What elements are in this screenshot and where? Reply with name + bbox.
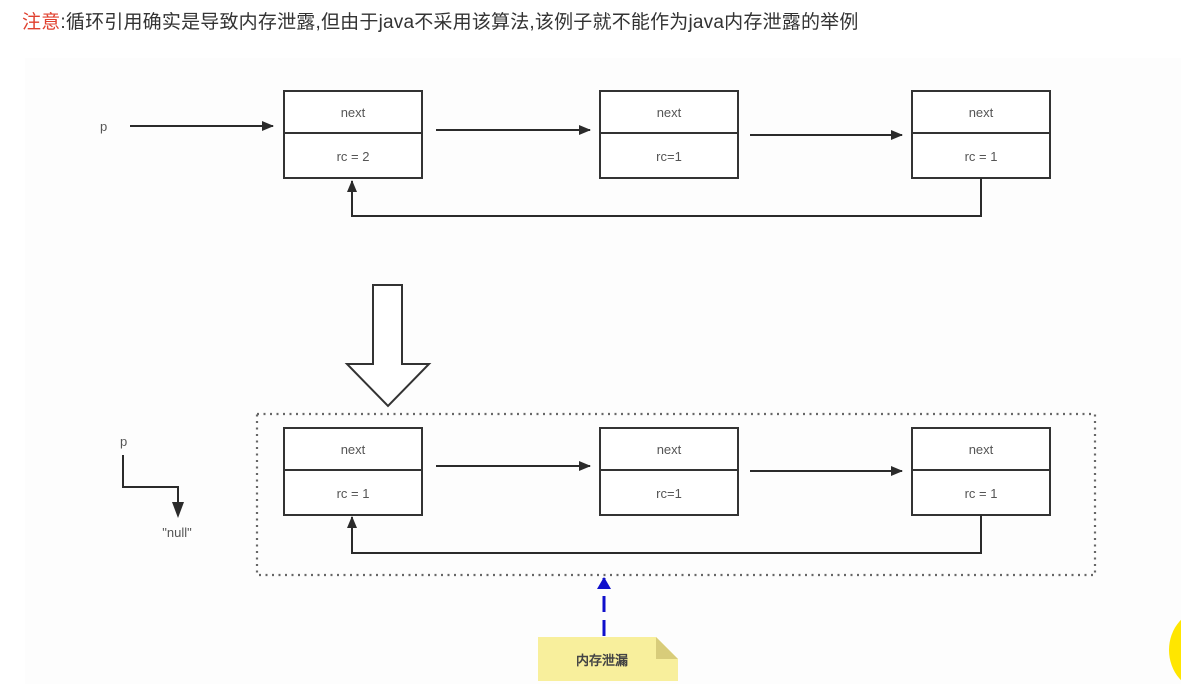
node-rc-label: rc = 2 (337, 149, 370, 164)
node-rc-label: rc = 1 (337, 486, 370, 501)
leak-note-text: 内存泄漏 (576, 653, 628, 669)
node-next-label: next (969, 442, 994, 457)
cycle-back-arrow (347, 178, 982, 217)
before-diagram: p next rc = 2 next rc=1 next rc = 1 (100, 90, 1051, 217)
cycle-back-arrow (347, 515, 982, 554)
note-paper (538, 637, 678, 681)
cursor-highlight-icon (1169, 619, 1181, 681)
node-box: next rc = 2 (283, 90, 423, 179)
node-next-label: next (341, 442, 366, 457)
node-box: next rc = 1 (911, 427, 1051, 516)
transition-down-arrow-icon (344, 284, 432, 408)
leak-region-dotted-box (255, 412, 1097, 577)
node-rc-label: rc=1 (656, 149, 682, 164)
leak-note: 内存泄漏 (538, 637, 678, 681)
node-box: next rc=1 (599, 90, 739, 179)
caption-text: :循环引用确实是导致内存泄露,但由于java不采用该算法,该例子就不能作为jav… (60, 12, 859, 33)
node-rc-label: rc=1 (656, 486, 682, 501)
after-diagram: p "null" next rc = 1 next rc=1 next rc =… (120, 412, 1097, 577)
null-pointer-line (122, 455, 179, 508)
node-next-label: next (341, 105, 366, 120)
pointer-label-p: p (120, 434, 127, 449)
node-rc-label: rc = 1 (965, 486, 998, 501)
node-rc-label: rc = 1 (965, 149, 998, 164)
node-next-label: next (657, 442, 682, 457)
node-next-label: next (657, 105, 682, 120)
pointer-label-p: p (100, 119, 107, 134)
node-box: next rc = 1 (283, 427, 423, 516)
null-label: "null" (162, 525, 192, 540)
note-fold-icon (656, 637, 678, 659)
caption: 注意:循环引用确实是导致内存泄露,但由于java不采用该算法,该例子就不能作为j… (22, 7, 859, 34)
null-arrowhead-icon (172, 502, 184, 518)
node-next-label: next (969, 105, 994, 120)
node-box: next rc = 1 (911, 90, 1051, 179)
node-box: next rc=1 (599, 427, 739, 516)
caption-highlight: 注意 (22, 12, 61, 33)
